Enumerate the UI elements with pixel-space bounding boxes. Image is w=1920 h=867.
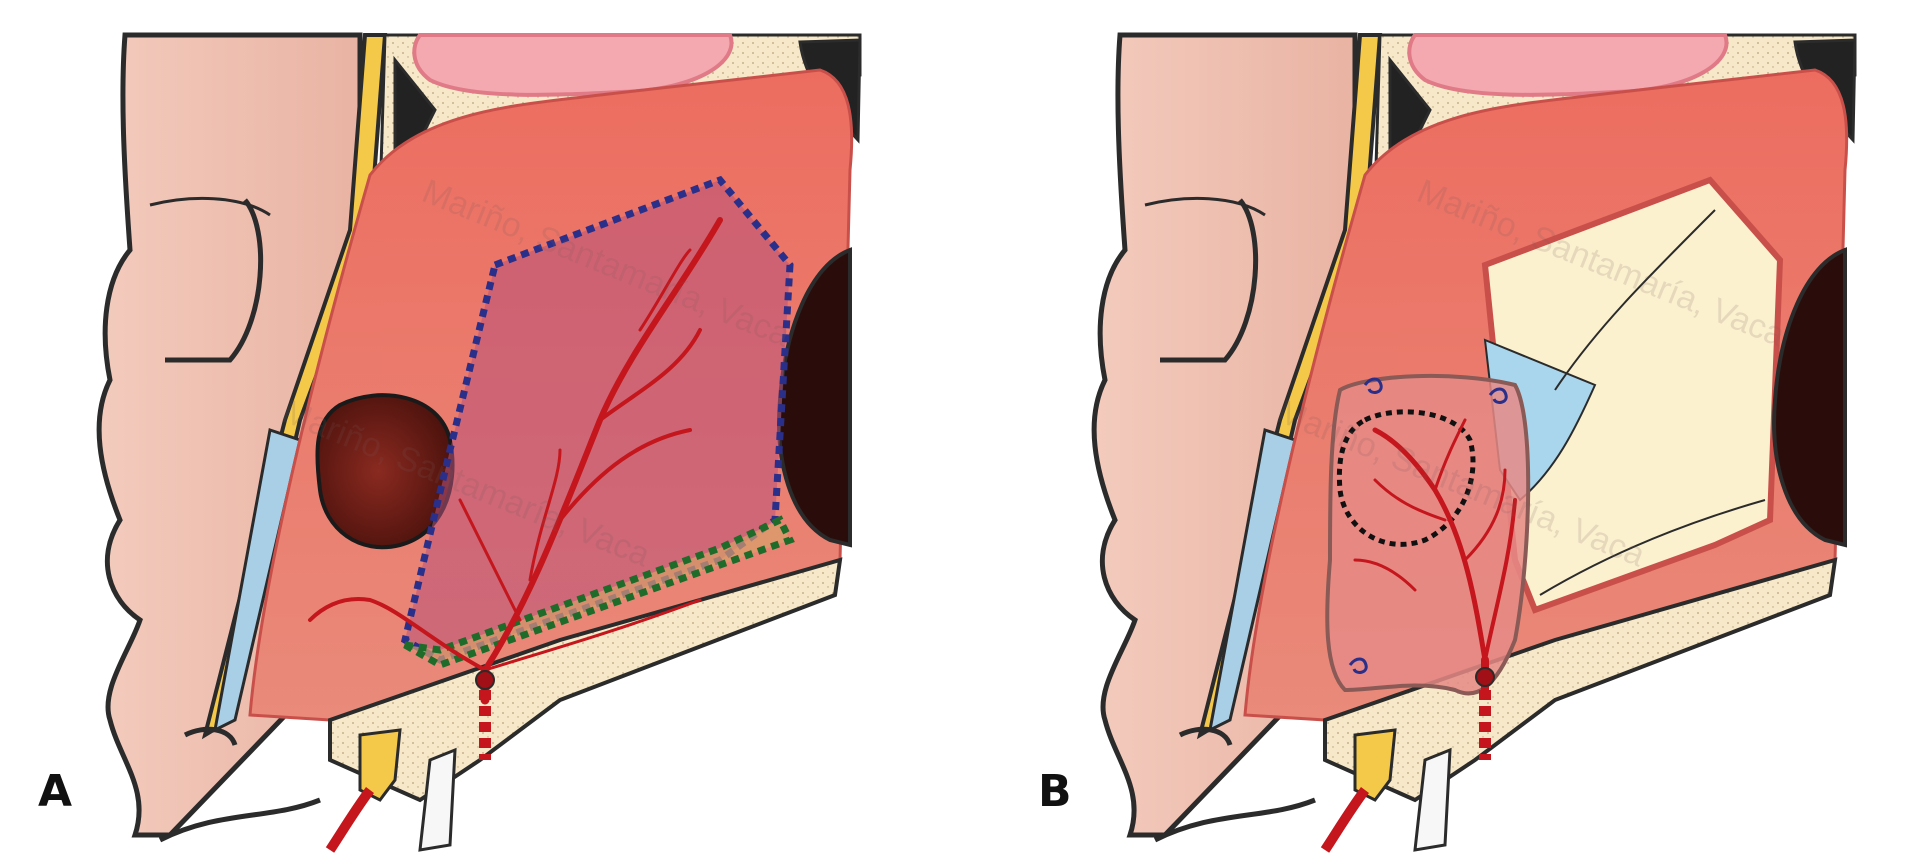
eye-fold bbox=[1160, 198, 1259, 363]
suture-icon bbox=[1348, 377, 1508, 674]
septal-artery-tree bbox=[308, 217, 723, 705]
palatine-canal-yellow bbox=[1353, 728, 1397, 802]
upper-lip bbox=[158, 797, 321, 843]
panel-b: Mariño, Santamaría, Vaca Mariño, Santama… bbox=[1091, 32, 1857, 853]
nasal-cartilage bbox=[1207, 428, 1297, 733]
choana-dark bbox=[1772, 247, 1847, 548]
bone-crest-line bbox=[1539, 499, 1766, 596]
brow-line bbox=[1144, 196, 1266, 217]
sphenopalatine-pedicle bbox=[1475, 667, 1495, 687]
incisor-tooth bbox=[1413, 747, 1452, 852]
sphenopalatine-origin bbox=[475, 670, 495, 690]
nasal-cartilage bbox=[212, 428, 302, 733]
upper-lip bbox=[1153, 797, 1316, 843]
nostril bbox=[183, 726, 238, 746]
panel-label-b: B bbox=[1038, 766, 1072, 817]
panel-a: Mariño, Santamaría, Vaca Mariño, Santama… bbox=[96, 32, 862, 853]
septal-perforation bbox=[315, 393, 455, 550]
panel-label-a: A bbox=[38, 766, 73, 817]
palatine-canal-yellow bbox=[358, 728, 402, 802]
floor-flap-area bbox=[403, 515, 795, 669]
incisor-tooth bbox=[418, 747, 457, 852]
eye-fold bbox=[165, 198, 264, 363]
brain-tissue bbox=[1407, 33, 1729, 97]
brain-tissue bbox=[412, 33, 734, 97]
lip-vessel bbox=[1320, 787, 1370, 853]
nostril bbox=[1178, 726, 1233, 746]
lip-vessel bbox=[325, 787, 375, 853]
brow-line bbox=[149, 196, 271, 217]
bone-crest-line bbox=[1554, 209, 1716, 391]
defect-outline bbox=[1336, 409, 1476, 547]
